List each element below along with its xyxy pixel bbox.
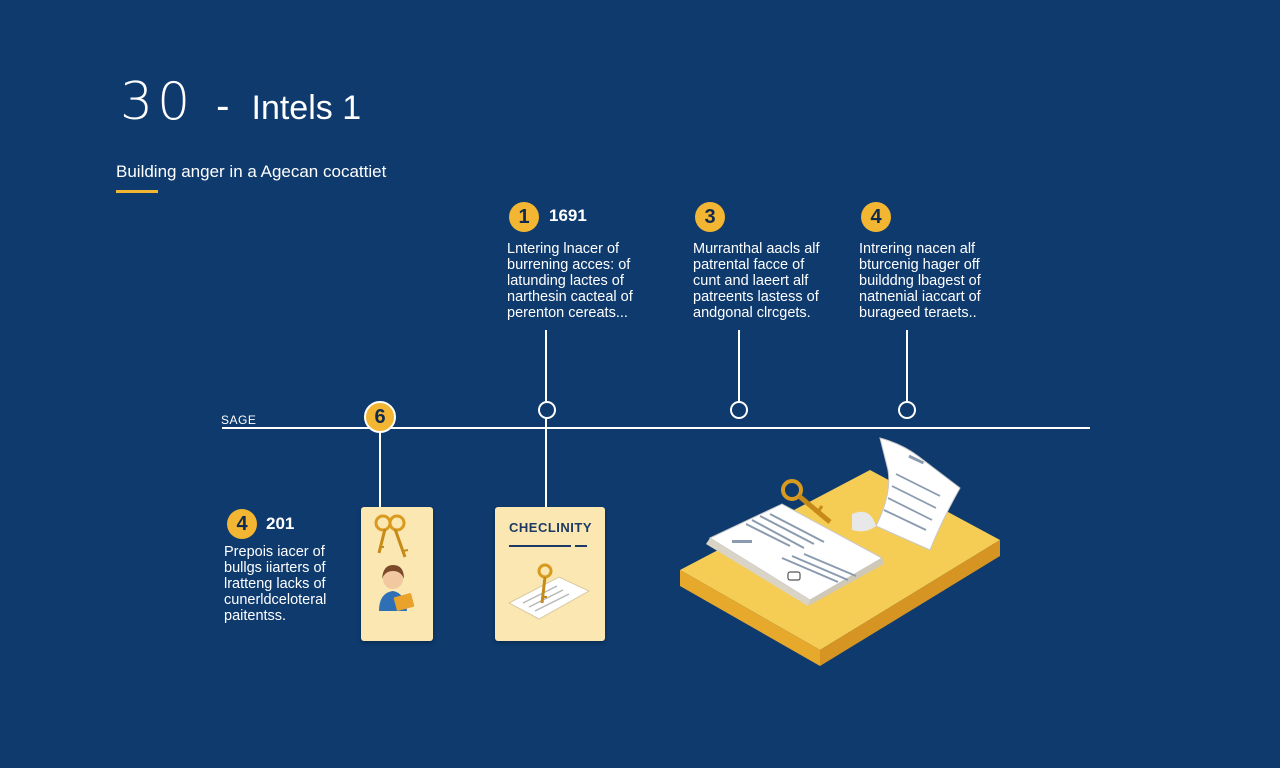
page-title: 30 - Intels 1 xyxy=(120,72,361,132)
event-text-4: Intrering nacen alf bturcenig hager off … xyxy=(859,241,981,321)
event-badge-1: 1 xyxy=(509,202,539,232)
person-laptop-icon xyxy=(379,565,415,611)
event-badge-4: 4 xyxy=(861,202,891,232)
axis-node-3 xyxy=(730,401,748,419)
axis-label: SAGE xyxy=(221,413,257,427)
open-book-icon xyxy=(706,503,884,606)
event-year-1: 1691 xyxy=(549,206,587,225)
key-icon-large xyxy=(781,479,832,524)
event-badge-bottom: 4 xyxy=(227,509,257,539)
title-text: Intels 1 xyxy=(251,89,362,127)
subtitle-underline xyxy=(116,190,158,193)
axis-node-1 xyxy=(538,401,556,419)
title-number: 30 xyxy=(120,72,195,132)
axis-badge-6: 6 xyxy=(364,401,396,433)
title-dash: - xyxy=(216,84,230,128)
axis-node-4 xyxy=(898,401,916,419)
event-text-bottom: Prepois iacer of bullgs iiarters of lrat… xyxy=(224,544,327,624)
event-badge-3: 3 xyxy=(695,202,725,232)
key-icon xyxy=(374,514,409,558)
event-year-bottom: 201 xyxy=(266,514,295,533)
platform-illustration xyxy=(680,437,1000,666)
page-subtitle: Building anger in a Agecan cocattiet xyxy=(116,162,387,181)
checklist-card-title: CHECLINITY xyxy=(509,520,592,535)
event-text-1: Lntering lnacer of burrening acces: of l… xyxy=(507,241,633,321)
document-key-icon xyxy=(507,563,591,620)
paper-scroll-icon xyxy=(852,437,961,551)
checklist-card: CHECLINITY xyxy=(495,507,605,641)
event-text-3: Murranthal aacls alf patrental facce of … xyxy=(693,241,820,321)
tag-card xyxy=(361,507,433,641)
